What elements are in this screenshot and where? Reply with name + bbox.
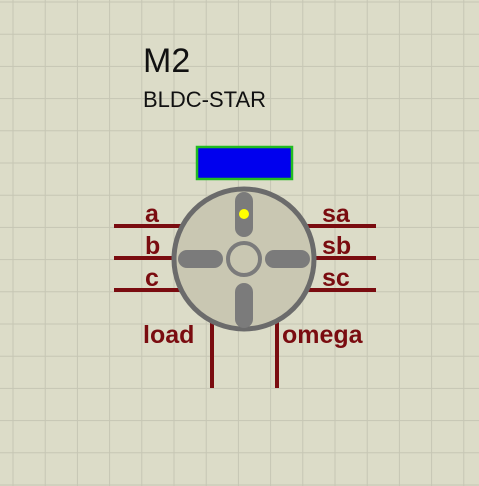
component-designator: M2: [143, 42, 190, 80]
pin-label-sb: sb: [322, 232, 351, 260]
pin-label-sc: sc: [322, 264, 350, 292]
pin-label-c: c: [145, 264, 159, 292]
pin-label-a: a: [145, 200, 160, 228]
rotor-spokes: [178, 192, 310, 328]
pin-labels: a b c sa sb sc load omega: [143, 200, 364, 349]
rotor-hub: [226, 241, 262, 277]
spoke-left: [178, 250, 223, 268]
spoke-bottom: [235, 283, 253, 328]
pin-label-omega: omega: [282, 321, 364, 349]
spoke-right: [265, 250, 310, 268]
component-type: BLDC-STAR: [143, 87, 266, 112]
pivot-dot: [239, 209, 249, 219]
pin-wires: [114, 224, 376, 388]
pin-label-sa: sa: [322, 200, 351, 228]
pin-label-load: load: [143, 321, 194, 349]
speed-indicator[interactable]: [195, 145, 294, 181]
pin-label-b: b: [145, 232, 160, 260]
